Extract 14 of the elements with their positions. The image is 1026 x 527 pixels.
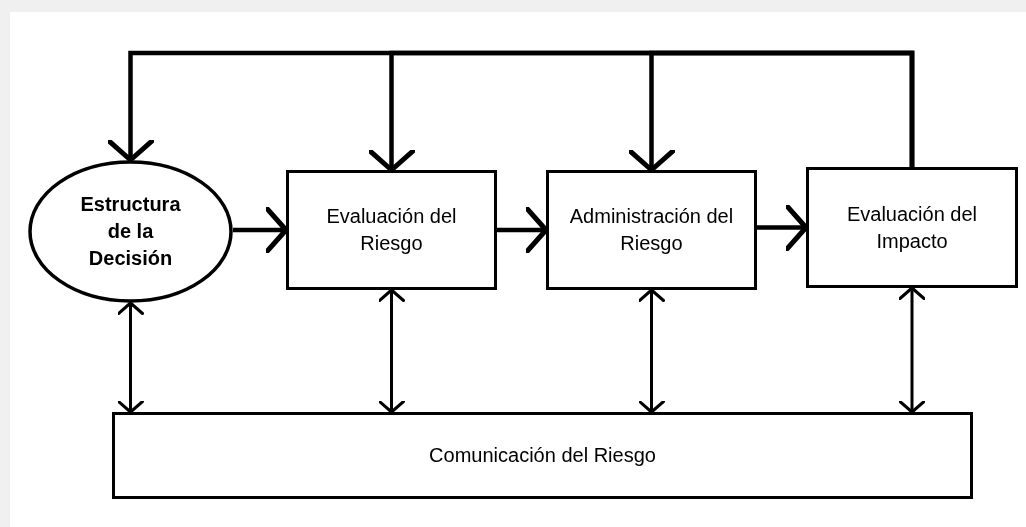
double-arrow — [378, 288, 405, 414]
process-box — [286, 170, 497, 290]
double-arrow — [638, 288, 665, 414]
double-arrow — [898, 286, 926, 414]
start-ellipse — [28, 160, 233, 303]
process-box — [112, 412, 973, 499]
double-arrow — [117, 301, 144, 414]
process-box — [806, 167, 1018, 288]
node-label: Administración del Riesgo — [568, 204, 735, 256]
node-label: Estructura de la Decisión — [79, 192, 182, 271]
node-label: Comunicación del Riesgo — [428, 443, 657, 468]
process-box — [546, 170, 757, 290]
node-label: Evaluación del Impacto — [845, 201, 979, 254]
node-label: Evaluación del Riesgo — [325, 204, 458, 256]
